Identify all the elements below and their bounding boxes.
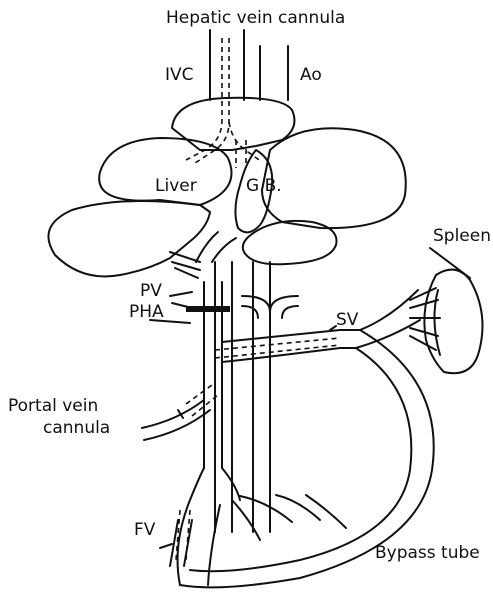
spleen-organ — [410, 270, 483, 374]
label-portal-vein-cannula-line1: Portal vein — [8, 398, 98, 415]
liver-organ — [48, 98, 405, 277]
label-ivc: IVC — [165, 67, 194, 84]
label-fv: FV — [134, 522, 155, 539]
label-spleen: Spleen — [433, 228, 491, 245]
portal-vein-cannula — [142, 385, 218, 440]
aorta-vessel — [242, 46, 298, 532]
label-liver: Liver — [155, 178, 197, 195]
label-gb: G.B. — [246, 178, 282, 195]
label-ao: Ao — [300, 67, 322, 84]
portal-vein-vessel — [170, 232, 236, 468]
ivc-vessel — [210, 30, 244, 532]
label-pha: PHA — [129, 304, 164, 321]
label-bypass-tube: Bypass tube — [375, 545, 480, 562]
label-sv: SV — [336, 312, 358, 329]
label-hepatic-vein-cannula: Hepatic vein cannula — [166, 10, 345, 27]
label-portal-vein-cannula-line2: cannula — [43, 420, 110, 437]
label-pv: PV — [140, 283, 162, 300]
